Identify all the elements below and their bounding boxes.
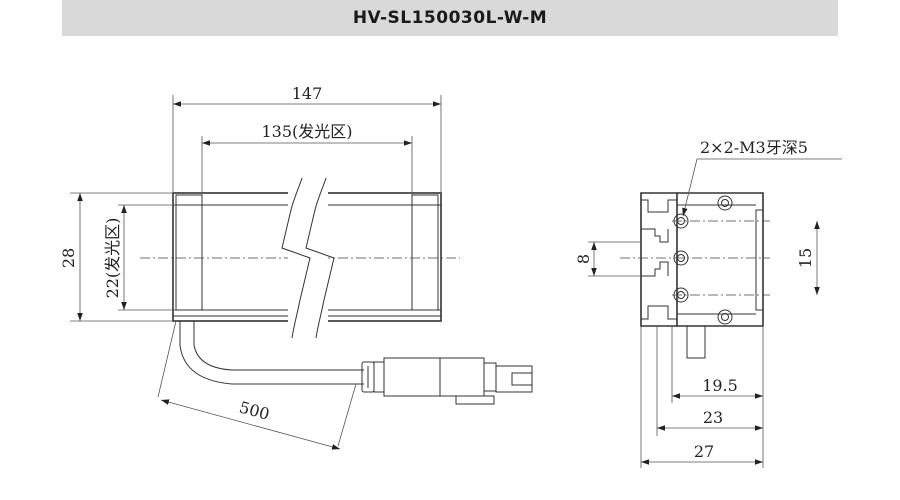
dim-cable-length: 500 <box>237 398 271 424</box>
page-title: HV-SL150030L-W-M <box>352 8 548 28</box>
title-bar: HV-SL150030L-W-M <box>62 0 838 36</box>
dim-right-height: 15 <box>796 248 815 268</box>
dimension-28: 28 <box>59 192 173 322</box>
profile-outline <box>620 192 770 359</box>
dim-total-height: 28 <box>59 248 78 268</box>
dimension-mount-holes: 2×2-M3牙深5 <box>682 138 842 217</box>
dim-total-length: 147 <box>292 84 323 103</box>
connector <box>361 357 533 405</box>
side-view: 2×2-M3牙深5 8 15 19.5 23 27 <box>574 138 842 468</box>
front-view: 147 135(发光区) 28 22(发光区) <box>59 84 533 450</box>
dimension-8: 8 <box>574 241 641 277</box>
dim-mount-holes: 2×2-M3牙深5 <box>700 138 808 157</box>
dim-emitting-height: 22(发光区) <box>103 218 122 299</box>
break-symbol <box>281 177 335 339</box>
cable: 500 <box>157 320 364 450</box>
dimension-widths: 19.5 23 27 <box>640 326 764 468</box>
dimension-147: 147 <box>172 84 442 193</box>
dimension-135: 135(发光区) <box>201 122 413 195</box>
dimension-22: 22(发光区) <box>103 204 176 311</box>
dim-left-height: 8 <box>574 254 593 264</box>
dim-emitting-length: 135(发光区) <box>261 122 352 141</box>
dim-width-1: 19.5 <box>702 376 738 395</box>
dim-width-3: 27 <box>694 442 714 461</box>
dim-width-2: 23 <box>703 408 723 427</box>
dimension-15: 15 <box>796 221 820 295</box>
